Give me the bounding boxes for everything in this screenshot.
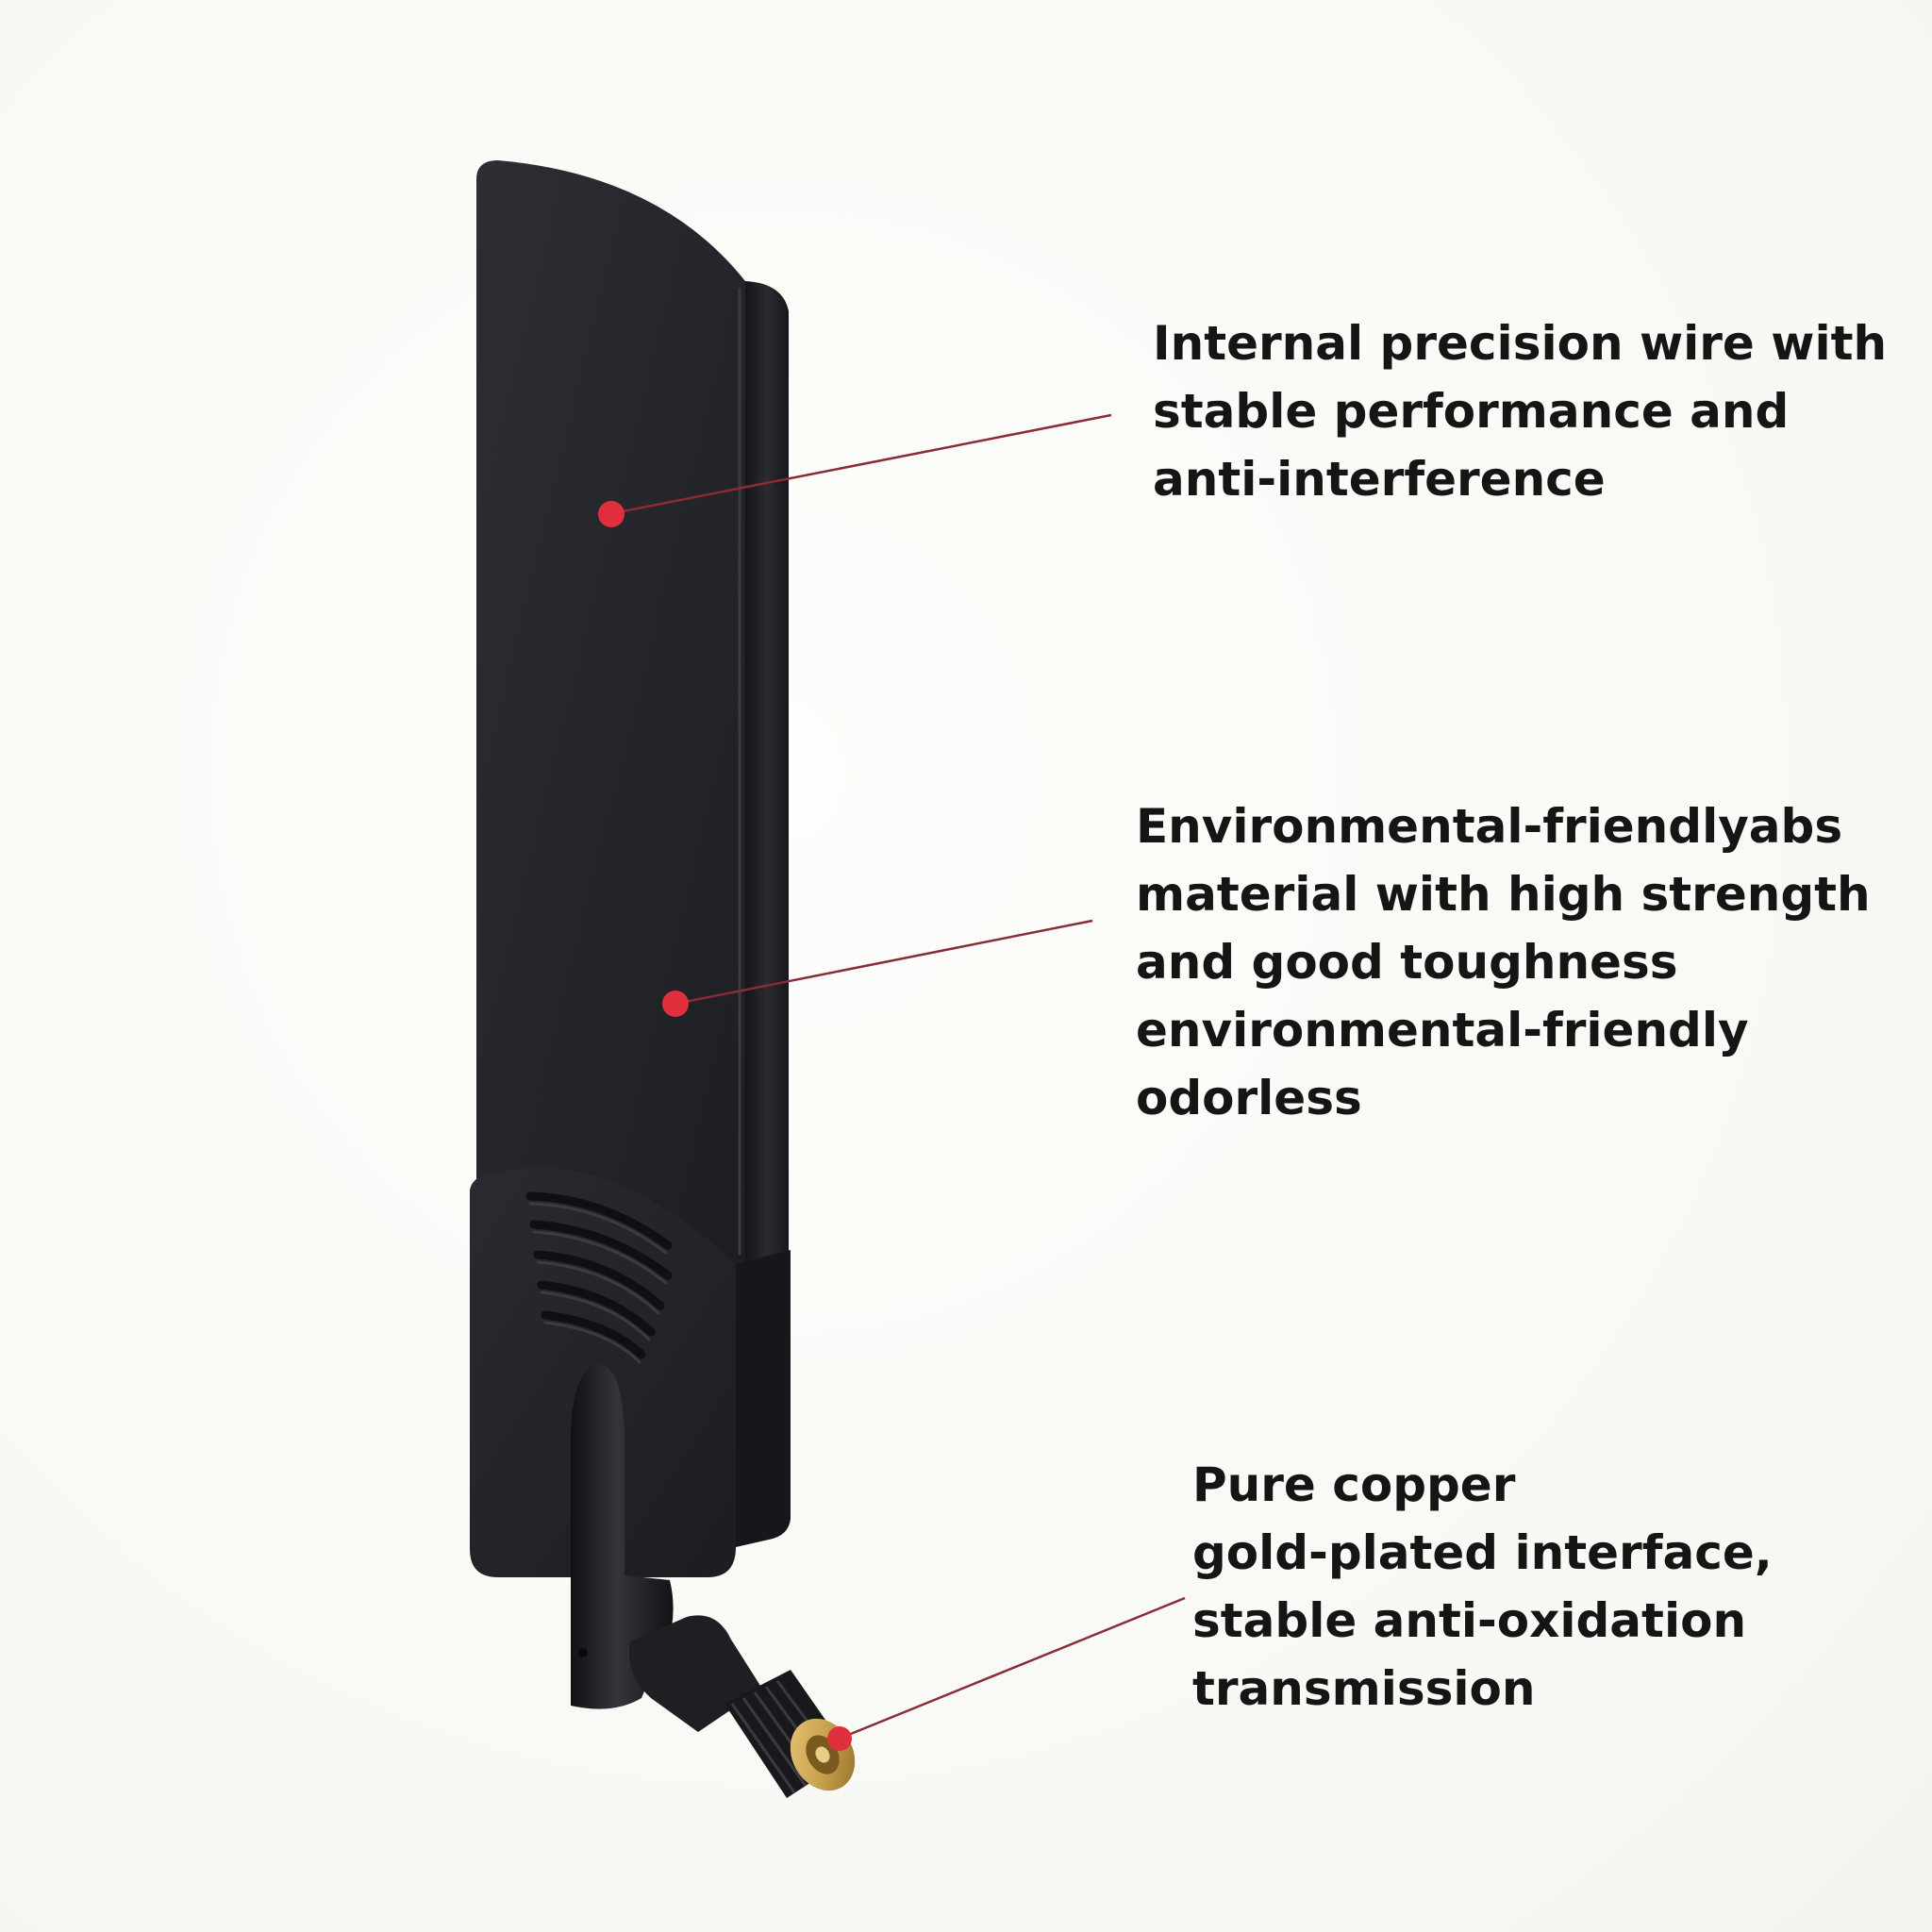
callout-line-text: anti-interference — [1153, 452, 1606, 507]
callout-line-2 — [675, 919, 1093, 1006]
signal-grooves — [525, 1191, 673, 1359]
callout-abs-material: Environmental-friendlyabs material with … — [1136, 792, 1871, 1132]
callout-dot-1 — [598, 501, 625, 527]
callout-copper-interface: Pure copper gold-plated interface, stabl… — [1192, 1451, 1773, 1723]
callout-dot-2 — [662, 991, 689, 1017]
callout-dot-3 — [827, 1726, 852, 1751]
callout-line-text: transmission — [1192, 1661, 1536, 1716]
callout-line-3 — [841, 1596, 1186, 1740]
callout-line-text: Internal precision wire with — [1153, 316, 1888, 371]
callout-line-text: Environmental-friendlyabs — [1136, 799, 1843, 854]
callout-internal-wire: Internal precision wire with stable perf… — [1153, 309, 1887, 513]
callout-line-text: stable performance and — [1153, 384, 1790, 439]
callout-line-text: Pure copper — [1192, 1457, 1516, 1512]
callout-line-text: material with high strength — [1136, 867, 1871, 922]
callout-line-text: and good toughness — [1136, 935, 1678, 990]
callout-line-text: stable anti-oxidation — [1192, 1593, 1747, 1648]
callout-line-text: environmental-friendly — [1136, 1003, 1749, 1058]
callout-line-text: gold-plated interface, — [1192, 1525, 1773, 1580]
antenna-blade-edge — [745, 281, 789, 1269]
callout-line-text: odorless — [1136, 1071, 1362, 1125]
antenna-blade — [476, 160, 745, 1269]
callout-line-1 — [612, 413, 1112, 515]
antenna-pivot-pin — [571, 1364, 674, 1709]
